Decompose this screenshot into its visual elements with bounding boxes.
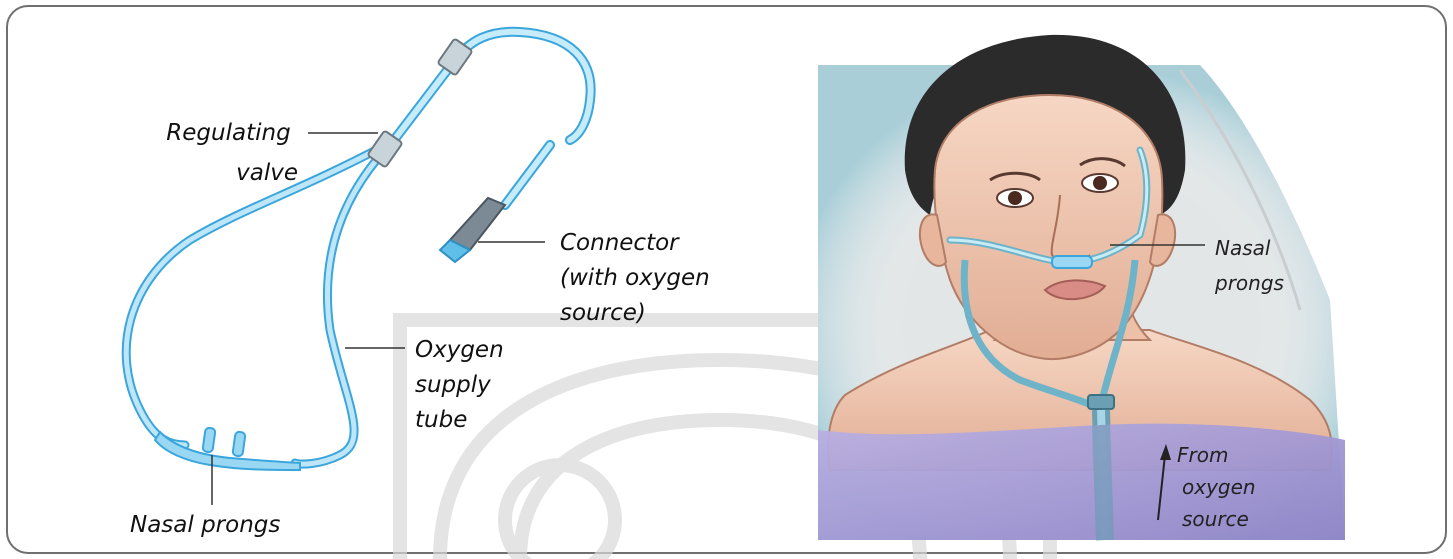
label-nasal-prongs-left: Nasal prongs [130,512,280,538]
blanket [818,424,1345,540]
connector [440,198,505,262]
label-connector: Connector (with oxygen source) [560,230,717,326]
left-tube-loop [126,148,380,445]
nasal-piece [155,427,300,470]
label-regulating-valve: Regulating valve [166,120,298,186]
oxygen-supply-tube [295,150,385,464]
nasal-cannula-diagram: Regulating valve Connector (with oxygen … [126,32,717,538]
upper-tube [388,32,591,148]
patient-illustration: Nasal prongs From oxygen source [818,35,1345,540]
